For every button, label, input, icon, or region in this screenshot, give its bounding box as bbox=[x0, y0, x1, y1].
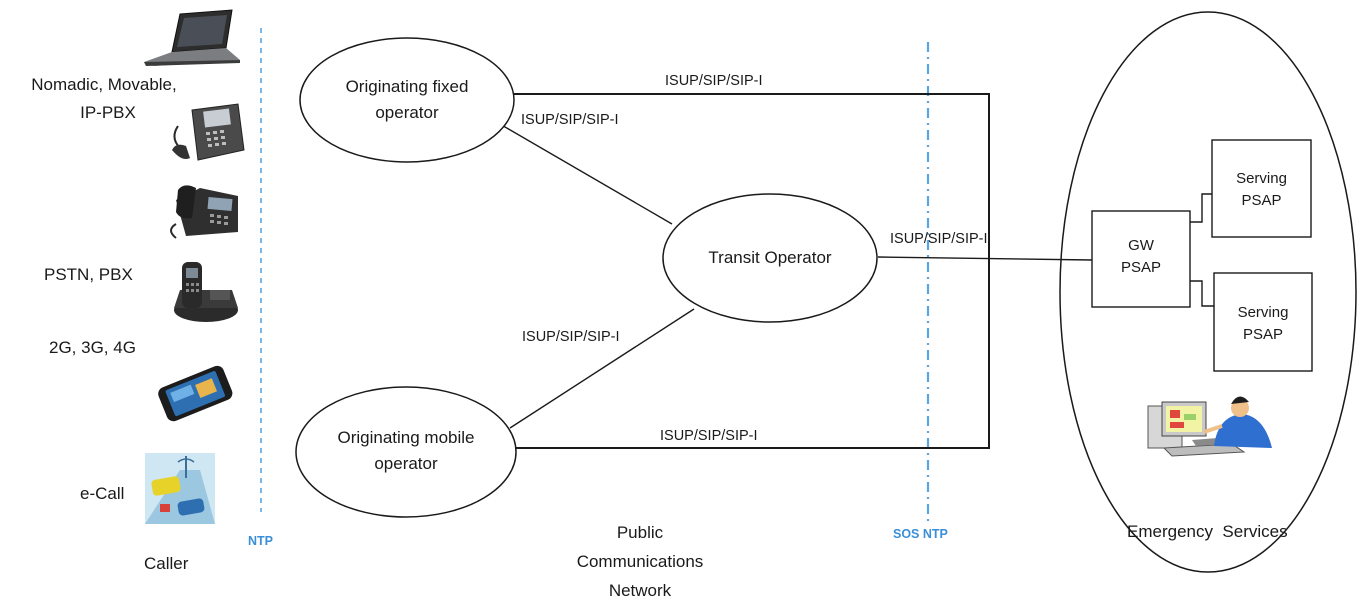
ecall-car-icon bbox=[145, 453, 215, 524]
link-gw-to-serving-2 bbox=[1190, 280, 1214, 307]
gw-psap-label-line-1: GW bbox=[1128, 237, 1154, 254]
fixed-operator-label-line-2: operator bbox=[375, 103, 439, 122]
public-network-label-line-2: Communications bbox=[576, 552, 704, 571]
mobile-operator-label-line-1: Originating mobile bbox=[337, 428, 475, 447]
transit-operator-node bbox=[662, 193, 878, 323]
smartphone-icon bbox=[158, 365, 233, 422]
terminal-group-label-nomadic: Nomadic, Movable, bbox=[31, 75, 177, 94]
public-network-label-line-1: Public bbox=[616, 523, 664, 542]
serving-psap-box-2 bbox=[1213, 272, 1313, 372]
link-label-mobile-to-transit: ISUP/SIP/SIP-I bbox=[522, 329, 620, 345]
fixed-operator-node bbox=[299, 37, 515, 163]
gw-psap-box bbox=[1091, 210, 1191, 308]
mobile-operator-label: Originating mobile operator bbox=[301, 425, 511, 477]
mobile-operator-node bbox=[295, 386, 517, 518]
serving-psap-label-2: Serving PSAP bbox=[1214, 302, 1312, 346]
ip-desk-phone-icon bbox=[172, 103, 245, 161]
link-label-fixed-to-psap: ISUP/SIP/SIP-I bbox=[665, 73, 763, 89]
serving-psap-box-1 bbox=[1211, 139, 1312, 238]
link-label-mobile-to-psap: ISUP/SIP/SIP-I bbox=[660, 428, 758, 444]
public-network-label-line-3: Network bbox=[608, 581, 672, 600]
desk-phone-icon bbox=[170, 185, 238, 239]
serving-psap-1-label-line-2: PSAP bbox=[1241, 192, 1282, 209]
gw-psap-label: GW PSAP bbox=[1092, 235, 1190, 279]
serving-psap-label-1: Serving PSAP bbox=[1212, 168, 1311, 212]
ntp-label: NTP bbox=[248, 534, 273, 548]
link-mobile-to-transit bbox=[509, 308, 695, 429]
terminal-group-label-ecall: e-Call bbox=[80, 484, 125, 503]
emergency-services-label: Emergency Services bbox=[1127, 522, 1288, 541]
link-label-fixed-to-transit: ISUP/SIP/SIP-I bbox=[521, 112, 619, 128]
laptop-icon bbox=[144, 9, 240, 66]
serving-psap-2-label-line-2: PSAP bbox=[1242, 326, 1284, 343]
terminal-group-label-mobile: 2G, 3G, 4G bbox=[49, 338, 136, 357]
fixed-operator-label-line-1: Originating fixed bbox=[345, 77, 469, 96]
link-transit-to-psap bbox=[877, 256, 1093, 261]
transit-operator-label: Transit Operator bbox=[708, 248, 832, 267]
terminal-group-label-ip-pbx: IP-PBX bbox=[80, 103, 136, 122]
emergency-services-region bbox=[1059, 11, 1357, 573]
sos-ntp-label: SOS NTP bbox=[893, 527, 948, 541]
mobile-operator-label-line-2: operator bbox=[374, 454, 438, 473]
cordless-phone-icon bbox=[174, 262, 238, 322]
terminal-group-label-pstn: PSTN, PBX bbox=[44, 265, 133, 284]
gw-psap-label-line-2: PSAP bbox=[1120, 259, 1162, 276]
fixed-operator-label: Originating fixed operator bbox=[307, 74, 507, 126]
link-fixed-to-transit bbox=[492, 119, 673, 225]
link-label-transit-to-psap: ISUP/SIP/SIP-I bbox=[890, 231, 988, 247]
public-network-label: Public Communications Network bbox=[540, 518, 740, 605]
serving-psap-2-label-line-1: Serving bbox=[1237, 304, 1289, 321]
psap-operator-icon bbox=[1147, 396, 1272, 457]
serving-psap-1-label-line-1: Serving bbox=[1236, 170, 1287, 187]
caller-label: Caller bbox=[144, 554, 189, 573]
link-gw-to-serving-1 bbox=[1190, 193, 1212, 223]
